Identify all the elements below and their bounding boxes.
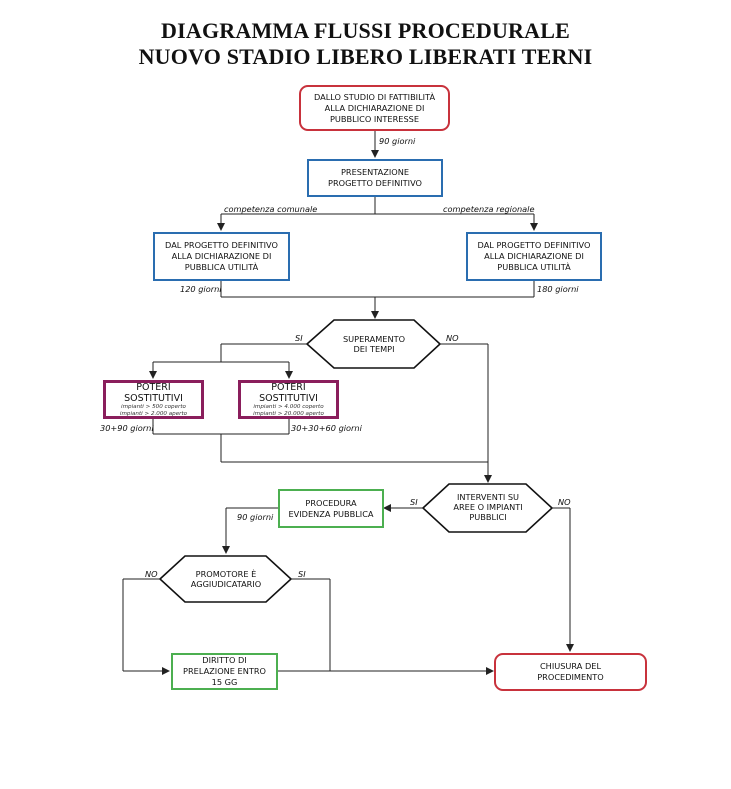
- times-decision-text-2: DEI TEMPI: [353, 344, 395, 354]
- municipal-text-2: ALLA DICHIARAZIONE DI: [171, 251, 272, 261]
- powers-1-sub-1: impianti > 500 coperto: [121, 403, 186, 410]
- start-node-text-2: ALLA DICHIARAZIONE DI: [324, 102, 425, 113]
- closure-text-1: CHIUSURA DEL: [539, 661, 602, 671]
- decision-promoter-diamond: [158, 555, 293, 603]
- decision-times-diamond: [305, 319, 442, 369]
- label-municipal-competence: competenza comunale: [224, 204, 318, 214]
- promoter-decision-text-2: AGGIUDICATARIO: [190, 579, 262, 589]
- start-node-text-1: DALLO STUDIO DI FATTIBILITÀ: [313, 91, 436, 102]
- substitutive-powers-node-1: POTERI SOSTITUTIVI impianti > 500 copert…: [103, 380, 204, 419]
- regional-utility-node: DAL PROGETTO DEFINITIVO ALLA DICHIARAZIO…: [466, 232, 602, 281]
- label-days-90-top: 90 giorni: [379, 136, 416, 146]
- powers-1-title: POTERI SOSTITUTIVI: [124, 381, 183, 404]
- label-areas-no: NO: [558, 497, 571, 507]
- substitutive-powers-node-2: POTERI SOSTITUTIVI impianti > 4.000 cope…: [238, 380, 339, 419]
- regional-text-3: PUBBLICA UTILITÀ: [497, 262, 571, 272]
- areas-decision-text-1: INTERVENTI SU: [456, 492, 520, 502]
- decision-areas-diamond: [421, 483, 554, 533]
- preemption-text-2: PRELAZIONE ENTRO: [183, 666, 266, 676]
- powers-1-sub-2: impianti > 2.000 aperto: [119, 410, 188, 417]
- label-promoter-no: NO: [145, 569, 158, 579]
- areas-decision-text-2: AREE O IMPIANTI: [453, 502, 523, 512]
- municipal-utility-node: DAL PROGETTO DEFINITIVO ALLA DICHIARAZIO…: [153, 232, 290, 281]
- areas-decision-text-3: PUBBLICI: [469, 512, 507, 522]
- regional-text-1: DAL PROGETTO DEFINITIVO: [477, 240, 591, 250]
- regional-text-2: ALLA DICHIARAZIONE DI: [484, 251, 584, 261]
- closure-text-2: PROCEDIMENTO: [537, 672, 604, 682]
- diagram-title-line-2: NUOVO STADIO LIBERO LIBERATI TERNI: [138, 44, 593, 69]
- promoter-decision-label: PROMOTORE È AGGIUDICATARIO: [166, 569, 286, 589]
- preemption-text-3: 15 GG: [211, 677, 238, 687]
- presentation-node: PRESENTAZIONE PROGETTO DEFINITIVO: [307, 159, 443, 197]
- label-days-30-30-60: 30+30+60 giorni: [291, 423, 362, 433]
- powers-2-sub-1: impianti > 4.000 coperto: [253, 403, 324, 410]
- label-times-no: NO: [446, 333, 459, 343]
- label-promoter-yes: SI: [298, 569, 306, 579]
- start-node-text-3: PUBBLICO INTERESSE: [329, 113, 420, 124]
- public-evidence-node: PROCEDURA EVIDENZA PUBBLICA: [278, 489, 384, 528]
- evidence-text-1: PROCEDURA: [305, 497, 357, 508]
- label-days-120: 120 giorni: [180, 284, 222, 294]
- closure-node: CHIUSURA DEL PROCEDIMENTO: [494, 653, 647, 691]
- diagram-title-line-1: DIAGRAMMA FLUSSI PROCEDURALE: [161, 18, 570, 43]
- times-decision-text-1: SUPERAMENTO: [342, 334, 406, 344]
- start-node: DALLO STUDIO DI FATTIBILITÀ ALLA DICHIAR…: [299, 85, 450, 131]
- label-times-yes: SI: [295, 333, 303, 343]
- label-regional-competence: competenza regionale: [443, 204, 535, 214]
- label-days-90-evidence: 90 giorni: [237, 512, 274, 522]
- municipal-text-3: PUBBLICA UTILITÀ: [184, 262, 259, 272]
- powers-2-sub-2: impianti > 20.000 aperto: [253, 410, 324, 417]
- municipal-text-1: DAL PROGETTO DEFINITIVO: [165, 240, 278, 250]
- areas-decision-label: INTERVENTI SU AREE O IMPIANTI PUBBLICI: [430, 492, 546, 522]
- presentation-text-2: PROGETTO DEFINITIVO: [328, 178, 422, 188]
- times-decision-label: SUPERAMENTO DEI TEMPI: [314, 334, 434, 354]
- preemption-text-1: DIRITTO DI: [202, 655, 247, 665]
- label-days-30-90: 30+90 giorni: [100, 423, 154, 433]
- preemption-node: DIRITTO DI PRELAZIONE ENTRO 15 GG: [171, 653, 278, 690]
- powers-2-title: POTERI SOSTITUTIVI: [259, 381, 318, 404]
- presentation-text-1: PRESENTAZIONE: [340, 167, 410, 177]
- label-days-180: 180 giorni: [537, 284, 579, 294]
- evidence-text-2: EVIDENZA PUBBLICA: [288, 508, 374, 519]
- label-areas-yes: SI: [410, 497, 418, 507]
- promoter-decision-text-1: PROMOTORE È: [195, 569, 257, 579]
